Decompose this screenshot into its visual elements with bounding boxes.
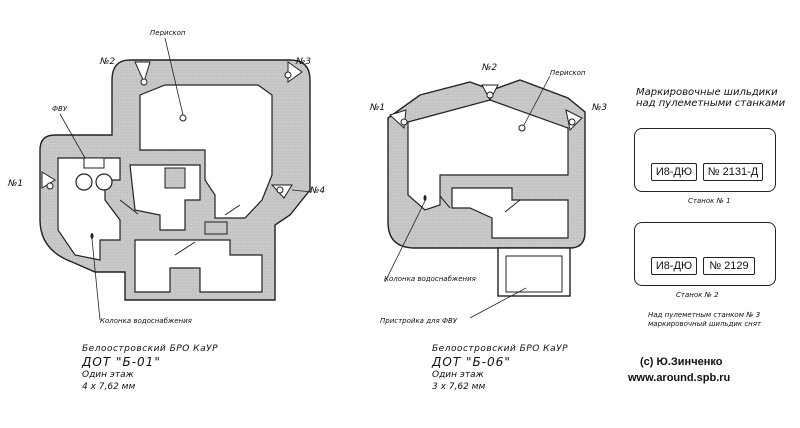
b01-caption-floors: Один этаж — [82, 370, 134, 381]
b01-label-n3: №3 — [296, 57, 312, 67]
dot-b01-lower-room — [134, 239, 263, 293]
dot-b06-main-room — [407, 99, 569, 211]
b06-label-water-column: Колонка водоснабжения — [384, 275, 476, 283]
b06-caption-armament: 3 x 7,62 мм — [432, 381, 486, 392]
plates-heading-line1: Маркировочные шильдики — [636, 87, 778, 98]
b01-label-water-column: Колонка водоснабжения — [100, 317, 192, 325]
plates-note-line1: Над пулеметным станком № 3 — [648, 311, 761, 319]
b01-caption-title: ДОТ "Б-01" — [82, 355, 161, 370]
dot-b06-fvu-annex — [497, 247, 571, 297]
b01-label-n4: №4 — [310, 186, 326, 196]
dot-b06-lower-room — [451, 187, 569, 239]
b06-label-periscope: Перископ — [550, 69, 586, 77]
b06-caption: Белоостровский БРО КаУР ДОТ "Б-06" Один … — [432, 344, 568, 393]
plate-1-right: № 2131-Д — [703, 163, 763, 181]
b06-label-n2: №2 — [482, 63, 498, 73]
b01-label-n2: №2 — [100, 57, 116, 67]
plate-1-left: И8-ДЮ — [651, 163, 697, 181]
plate-1: И8-ДЮ № 2131-Д — [634, 128, 776, 192]
b01-label-fvu: ФВУ — [52, 105, 68, 113]
plate-2-right: № 2129 — [703, 257, 755, 275]
b01-label-n1: №1 — [8, 179, 24, 189]
dot-b01-main-room — [139, 84, 273, 219]
b01-caption: Белоостровский БРО КаУР ДОТ "Б-01" Один … — [82, 344, 218, 393]
b01-caption-region: Белоостровский БРО КаУР — [82, 344, 218, 354]
plate-2: И8-ДЮ № 2129 — [634, 222, 776, 286]
plates-note-line2: маркировочный шильдик снят — [648, 320, 762, 328]
plate-2-left: И8-ДЮ — [651, 257, 697, 275]
b06-label-n3: №3 — [592, 103, 608, 113]
b06-label-n1: №1 — [370, 103, 386, 113]
b06-caption-region: Белоостровский БРО КаУР — [432, 344, 568, 354]
b01-caption-armament: 4 x 7,62 мм — [82, 381, 136, 392]
b06-label-fvu-annex: Пристройка для ФВУ — [380, 317, 458, 325]
dot-b06-embrasures — [389, 84, 583, 132]
credit-site[interactable]: www.around.spb.ru — [628, 372, 731, 384]
b01-label-periscope: Перископ — [150, 29, 186, 37]
dot-b06-plan — [384, 75, 586, 319]
credit-author: (с) Ю.Зинченко — [640, 356, 723, 368]
dot-b01-plan — [39, 37, 313, 321]
b06-caption-floors: Один этаж — [432, 370, 484, 381]
plate-2-caption: Станок № 2 — [676, 291, 719, 299]
plate-1-caption: Станок № 1 — [688, 197, 731, 205]
b06-caption-title: ДОТ "Б-06" — [432, 355, 511, 370]
dot-b01-embrasures — [41, 61, 303, 199]
plates-heading-line2: над пулеметными станками — [636, 98, 786, 109]
